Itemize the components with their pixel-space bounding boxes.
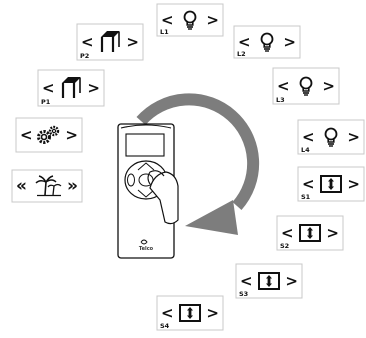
- right-arrow-icon: >: [283, 33, 296, 51]
- left-arrow-icon: <: [238, 33, 251, 51]
- menu-screen-p1: < > P1: [38, 70, 104, 106]
- left-arrow-icon: <: [20, 126, 33, 144]
- menu-screen-p2: < > P2: [77, 24, 143, 60]
- menu-screen-settings-gears: <>: [16, 118, 82, 152]
- left-arrow-icon: <: [161, 304, 174, 322]
- right-arrow-icon: >: [285, 272, 298, 290]
- right-arrow-icon: >: [326, 224, 339, 242]
- right-arrow-icon: >: [87, 79, 100, 97]
- left-arrow-icon: <: [240, 272, 253, 290]
- left-arrow-icon: <: [281, 224, 294, 242]
- right-arrow-icon: >: [65, 126, 78, 144]
- left-arrow-icon: <: [81, 33, 94, 51]
- right-arrow-icon: >: [126, 33, 139, 51]
- screen-label: P2: [80, 52, 89, 60]
- screen-label: S3: [239, 290, 248, 298]
- left-arrow-icon: <: [161, 11, 174, 29]
- remote-control: Telco: [118, 124, 178, 258]
- screen-label: S4: [160, 322, 170, 330]
- screen-label: L4: [301, 146, 310, 154]
- right-arrow-icon: >: [347, 128, 360, 146]
- right-arrow-icon: >: [206, 304, 219, 322]
- menu-screen-holiday-palm: «»: [12, 170, 82, 202]
- left-arrow-icon: «: [16, 176, 27, 196]
- menu-screen-l2: < > L2: [234, 26, 300, 58]
- left-arrow-icon: <: [302, 175, 315, 193]
- menu-screen-s1: < > S1: [298, 167, 364, 201]
- screen-label: S1: [301, 193, 311, 201]
- remote-display: [126, 134, 164, 156]
- screen-label: L2: [237, 50, 246, 58]
- left-arrow-icon: <: [42, 79, 55, 97]
- screen-label: P1: [41, 98, 51, 106]
- right-arrow-icon: >: [347, 175, 360, 193]
- menu-screen-s4: < > S4: [157, 296, 223, 330]
- right-arrow-icon: >: [206, 11, 219, 29]
- menu-screens: <>L1<>L2<>L3<>L4<>S1<>S2<>S3<>S4«»<><>P1…: [12, 4, 364, 330]
- brand-label: Telco: [139, 246, 154, 252]
- screen-label: L1: [160, 28, 169, 36]
- screen-label: S2: [280, 242, 289, 250]
- left-arrow-icon: <: [277, 77, 290, 95]
- menu-screen-l1: < > L1: [157, 4, 223, 36]
- right-arrow-icon: »: [67, 176, 78, 196]
- menu-screen-s2: < > S2: [277, 216, 343, 250]
- right-arrow-icon: >: [322, 77, 335, 95]
- left-arrow-icon: <: [302, 128, 315, 146]
- menu-screen-l4: < > L4: [298, 120, 364, 154]
- menu-screen-s3: < > S3: [236, 264, 302, 298]
- menu-screen-l3: < > L3: [273, 68, 339, 104]
- screen-label: L3: [276, 96, 285, 104]
